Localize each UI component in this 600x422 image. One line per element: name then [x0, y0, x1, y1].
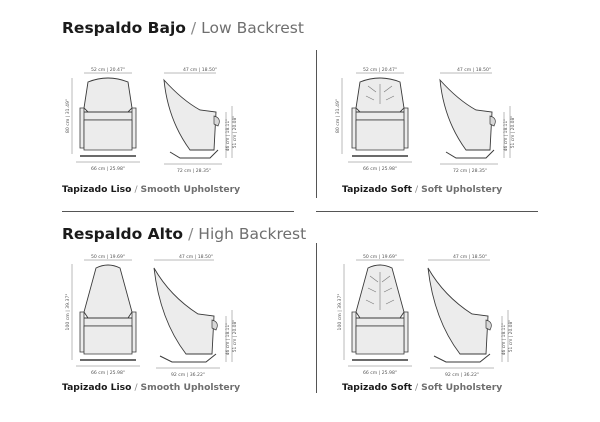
divider-horizontal-left [62, 211, 294, 212]
caption-low-smooth: Tapizado Liso/Smooth Upholstery [62, 184, 240, 195]
section-title-es: Respaldo Alto [62, 225, 184, 243]
side-arm-label: 51 cm | 20.08" [232, 320, 238, 353]
divider-vertical-bottom [316, 243, 317, 393]
section-title-en: High Backrest [198, 225, 307, 243]
front-width-label: 52 cm | 20.47" [91, 67, 125, 73]
side-arm-label: 51 cm | 20.08" [508, 320, 514, 353]
side-seat-label: 46 cm | 18.11" [225, 323, 231, 356]
front-height-label: 100 cm | 39.37" [65, 294, 71, 331]
side-seat-label: 46 cm | 18.11" [501, 323, 507, 356]
side-top-label: 47 cm | 18.50" [457, 67, 491, 73]
caption-en: Soft Upholstery [421, 184, 503, 195]
caption-en: Soft Upholstery [421, 382, 503, 393]
side-arm-label: 51 cm | 20.08" [232, 116, 238, 149]
section-title-high-backrest: Respaldo Alto/High Backrest [62, 225, 306, 243]
caption-separator: / [134, 382, 138, 393]
caption-separator: / [414, 184, 419, 195]
side-top-label: 47 cm | 18.50" [453, 254, 487, 260]
front-width-label: 50 cm | 19.69" [363, 254, 397, 260]
caption-separator: / [134, 184, 138, 195]
side-seat-label: 46 cm | 18.11" [225, 119, 231, 152]
section-title-separator: / [188, 225, 194, 243]
side-top-label: 47 cm | 18.50" [183, 67, 217, 73]
caption-es: Tapizado Soft [342, 382, 412, 393]
section-title-low-backrest: Respaldo Bajo/Low Backrest [62, 19, 304, 37]
divider-vertical-top [316, 50, 317, 198]
section-title-en: Low Backrest [201, 19, 304, 37]
front-width-label: 50 cm | 19.69" [91, 254, 125, 260]
front-width-label: 52 cm | 20.47" [363, 67, 397, 73]
side-view-chair: 47 cm | 18.50" 46 cm | 18.11" 51 cm | 20… [153, 254, 238, 378]
side-view-chair: 47 cm | 18.50" 46 cm | 18.11" 51 cm | 20… [163, 67, 238, 174]
section-title-separator: / [190, 19, 197, 37]
side-view-chair: 47 cm | 18.50" 46 cm | 18.11" 51 cm | 20… [427, 254, 514, 378]
side-depth-label: 92 cm | 36.22" [445, 372, 479, 378]
front-height-label: 100 cm | 39.37" [337, 294, 343, 331]
caption-es: Tapizado Liso [62, 382, 132, 393]
caption-low-soft: Tapizado Soft/Soft Upholstery [342, 184, 502, 195]
caption-en: Smooth Upholstery [140, 184, 241, 195]
side-top-label: 47 cm | 18.50" [179, 254, 213, 260]
divider-horizontal-right [316, 211, 538, 212]
front-view-chair: 50 cm | 19.69" 100 cm | 39.37" 66 cm | 2… [337, 254, 412, 376]
base-width-label: 66 cm | 25.98" [363, 166, 397, 172]
caption-es: Tapizado Liso [62, 184, 132, 195]
front-view-chair: 50 cm | 19.69" 100 cm | 39.37" 66 cm | 2… [65, 254, 140, 376]
front-view-chair: 52 cm | 20.47" 80 cm | 31.49" 66 cm | 25… [335, 67, 412, 172]
caption-en: Smooth Upholstery [140, 382, 241, 393]
caption-es: Tapizado Soft [342, 184, 412, 195]
front-view-chair: 52 cm | 20.47" 80 cm | 31.49" 66 cm | 25… [65, 67, 140, 172]
base-width-label: 66 cm | 25.98" [91, 370, 125, 376]
side-seat-label: 46 cm | 18.11" [503, 119, 509, 152]
side-depth-label: 72 cm | 28.35" [453, 168, 487, 174]
side-depth-label: 72 cm | 28.35" [177, 168, 211, 174]
caption-high-soft: Tapizado Soft/Soft Upholstery [342, 382, 502, 393]
caption-high-smooth: Tapizado Liso/Smooth Upholstery [62, 382, 240, 393]
front-height-label: 80 cm | 31.49" [335, 99, 341, 133]
side-view-chair: 47 cm | 18.50" 46 cm | 18.11" 51 cm | 20… [439, 67, 516, 174]
front-height-label: 80 cm | 31.49" [65, 99, 71, 133]
base-width-label: 66 cm | 25.98" [363, 370, 397, 376]
caption-separator: / [414, 382, 419, 393]
base-width-label: 66 cm | 25.98" [91, 166, 125, 172]
side-depth-label: 92 cm | 36.22" [171, 372, 205, 378]
side-arm-label: 51 cm | 20.08" [510, 116, 516, 149]
section-title-es: Respaldo Bajo [62, 19, 186, 37]
